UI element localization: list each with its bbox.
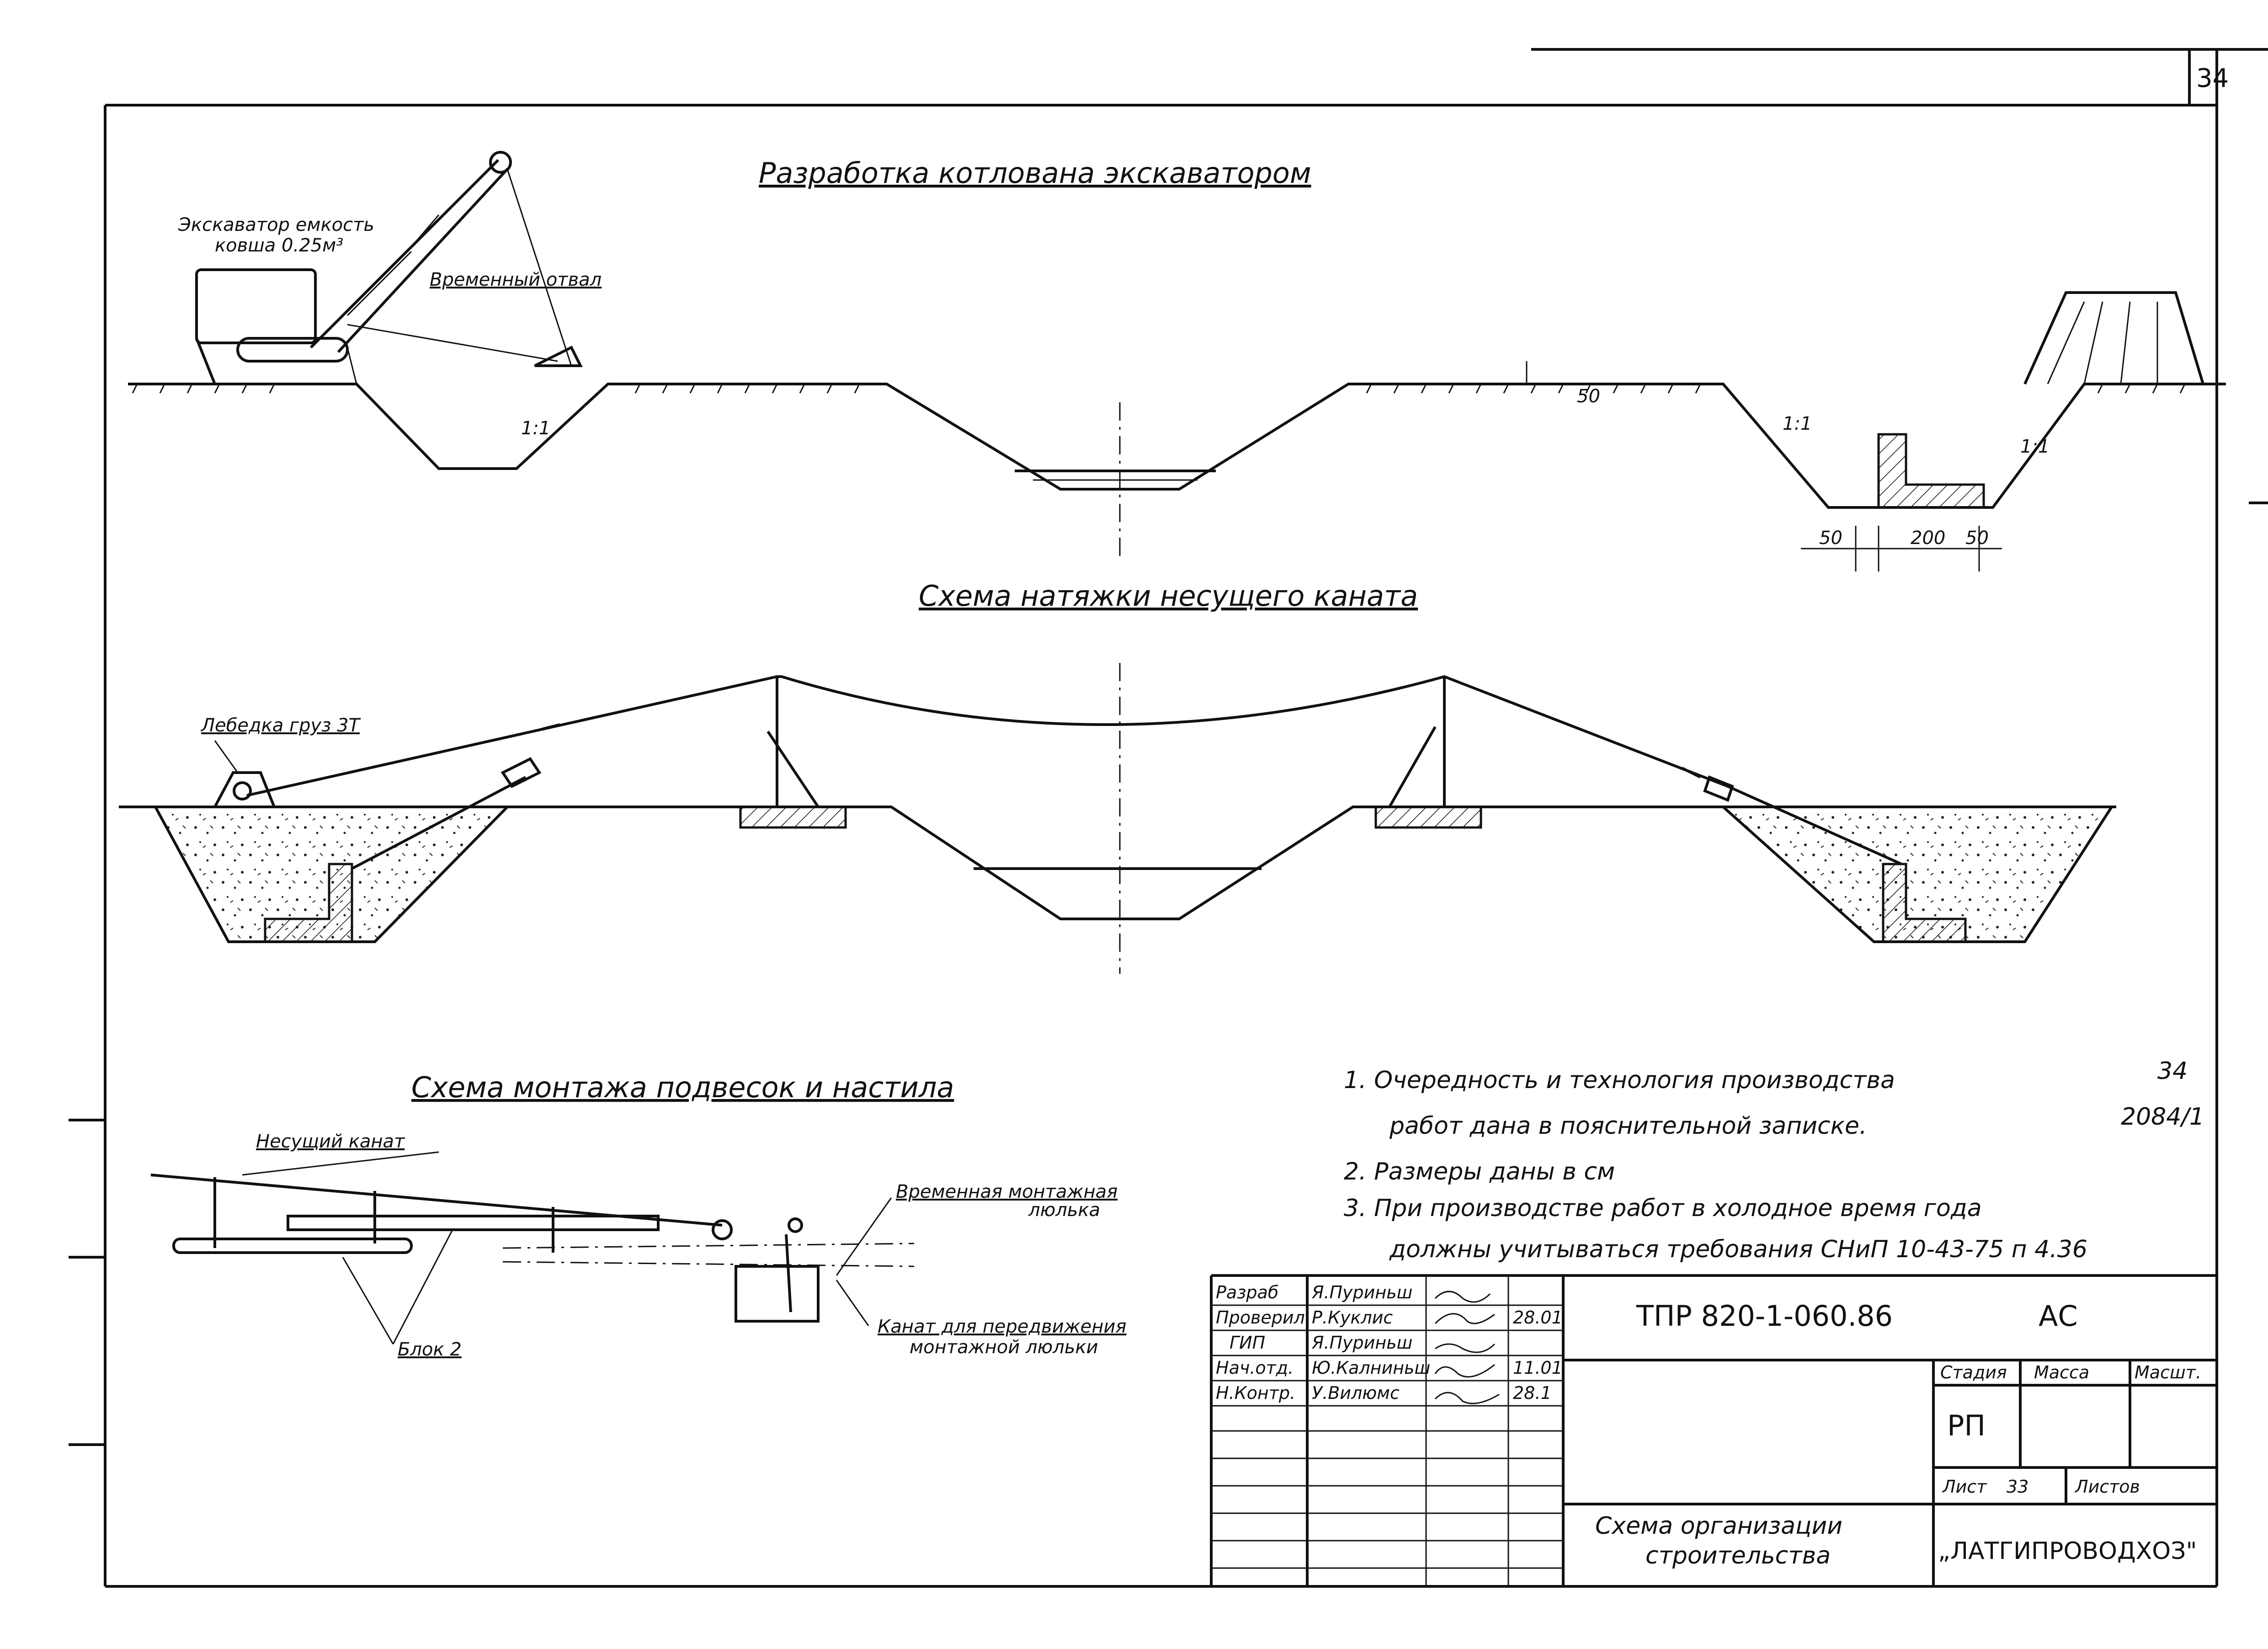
title-block-dates: 28.01 11.01 28.1 [1513,1307,1563,1403]
date-norm-control: 28.1 [1513,1383,1552,1403]
title-block-roles: Разраб Проверил ГИП Нач.отд. Н.Контр. [1216,1282,1305,1403]
slope-left: 1:1 [521,418,550,439]
drawing-frame [69,48,2268,1588]
note-line-4: 3. При производстве работ в холодное вре… [1344,1195,1982,1222]
dim-50-left: 50 [1819,528,1842,549]
title-block-names: Я.Пуриньш Р.Куклис Я.Пуриньш Ю.Калниньш … [1311,1282,1430,1403]
dimension-line [1801,526,2002,571]
sheets-label: Листов [2074,1477,2140,1497]
role-chief-engineer: ГИП [1230,1333,1265,1353]
drawing-title-2: строительства [1645,1542,1831,1569]
dim-50-right: 50 [1965,528,1989,549]
cable-title: Схема натяжки несущего каната [919,579,1418,613]
sheet-label: Лист [1942,1477,1987,1497]
excavation-pit [346,347,1985,509]
scale-header: Масшт. [2135,1362,2201,1382]
notes: 1. Очередность и технология производства… [1344,1067,2087,1263]
stage-header: Стадия [1940,1362,2007,1382]
left-anchor-pit [154,757,542,943]
role-developer: Разраб [1216,1282,1278,1302]
slope-right-b: 1:1 [2020,436,2050,457]
spoil-heap [2023,291,2204,385]
excavator-label-2: ковша 0.25м³ [215,235,343,256]
note-line-1: 1. Очередность и технология производства [1344,1067,1895,1094]
name-chief-engineer: Я.Пуриньш [1311,1333,1412,1353]
spoil-label: Временный отвал [430,269,602,290]
note-line-2: работ дана в пояснительной записке. [1389,1112,1867,1140]
drawing-title-1: Схема организации [1595,1512,1842,1540]
winch [213,740,277,808]
name-checker: Р.Куклис [1312,1307,1393,1328]
cradle-label-1: Временная монтажная [896,1181,1118,1202]
dim-50-vertical: 50 [1577,386,1600,407]
sheet-number: 34 [2196,64,2229,93]
role-norm-control: Н.Контр. [1216,1383,1295,1403]
excavation-title: Разработка котлована экскаватором [759,156,1311,190]
organization: „ЛАТГИПРОВОДХОЗ" [1938,1537,2197,1565]
doc-code: ТПР 820-1-060.86 [1636,1299,1893,1333]
cradle-label-2: люлька [1028,1200,1100,1221]
doc-suffix: АС [2039,1299,2078,1333]
hangers-diagram [150,1151,915,1345]
block-label: Блок 2 [398,1339,462,1360]
dim-200: 200 [1911,528,1945,549]
name-dept-head: Ю.Калниньш [1312,1358,1430,1378]
excavator-label-1: Экскаватор емкость [178,214,374,235]
role-checker: Проверил [1216,1307,1305,1328]
note-line-5: должны учитываться требования СНиП 10-43… [1389,1236,2087,1263]
mass-header: Масса [2034,1362,2089,1382]
hangers-title: Схема монтажа подвесок и настила [411,1071,954,1104]
move-cable-label-1: Канат для передвижения [878,1316,1126,1337]
winch-label: Лебедка груз 3Т [200,715,362,736]
stage-value: РП [1947,1409,1986,1442]
role-dept-head: Нач.отд. [1216,1358,1294,1378]
right-anchor-pit [1722,806,2113,943]
stamp-ref-2: 2084/1 [2121,1103,2204,1131]
carrier-cable-label: Несущий канат [256,1131,405,1152]
signatures [1434,1291,1500,1404]
title-block [1210,1274,2217,1586]
ground-ticks [132,384,2186,394]
excavator [195,151,583,385]
name-norm-control: У.Вилюмс [1312,1383,1400,1403]
name-developer: Я.Пуриньш [1311,1282,1412,1302]
move-cable-label-2: монтажной люльки [910,1337,1098,1358]
note-line-3: 2. Размеры даны в см [1344,1158,1615,1185]
sheet-value: 33 [2007,1477,2028,1497]
slope-right-a: 1:1 [1783,413,1812,434]
stamp-ref-1: 34 [2157,1057,2188,1085]
date-dept-head: 11.01 [1513,1358,1563,1378]
carrier-cable [246,675,1902,865]
date-checker: 28.01 [1513,1307,1563,1328]
